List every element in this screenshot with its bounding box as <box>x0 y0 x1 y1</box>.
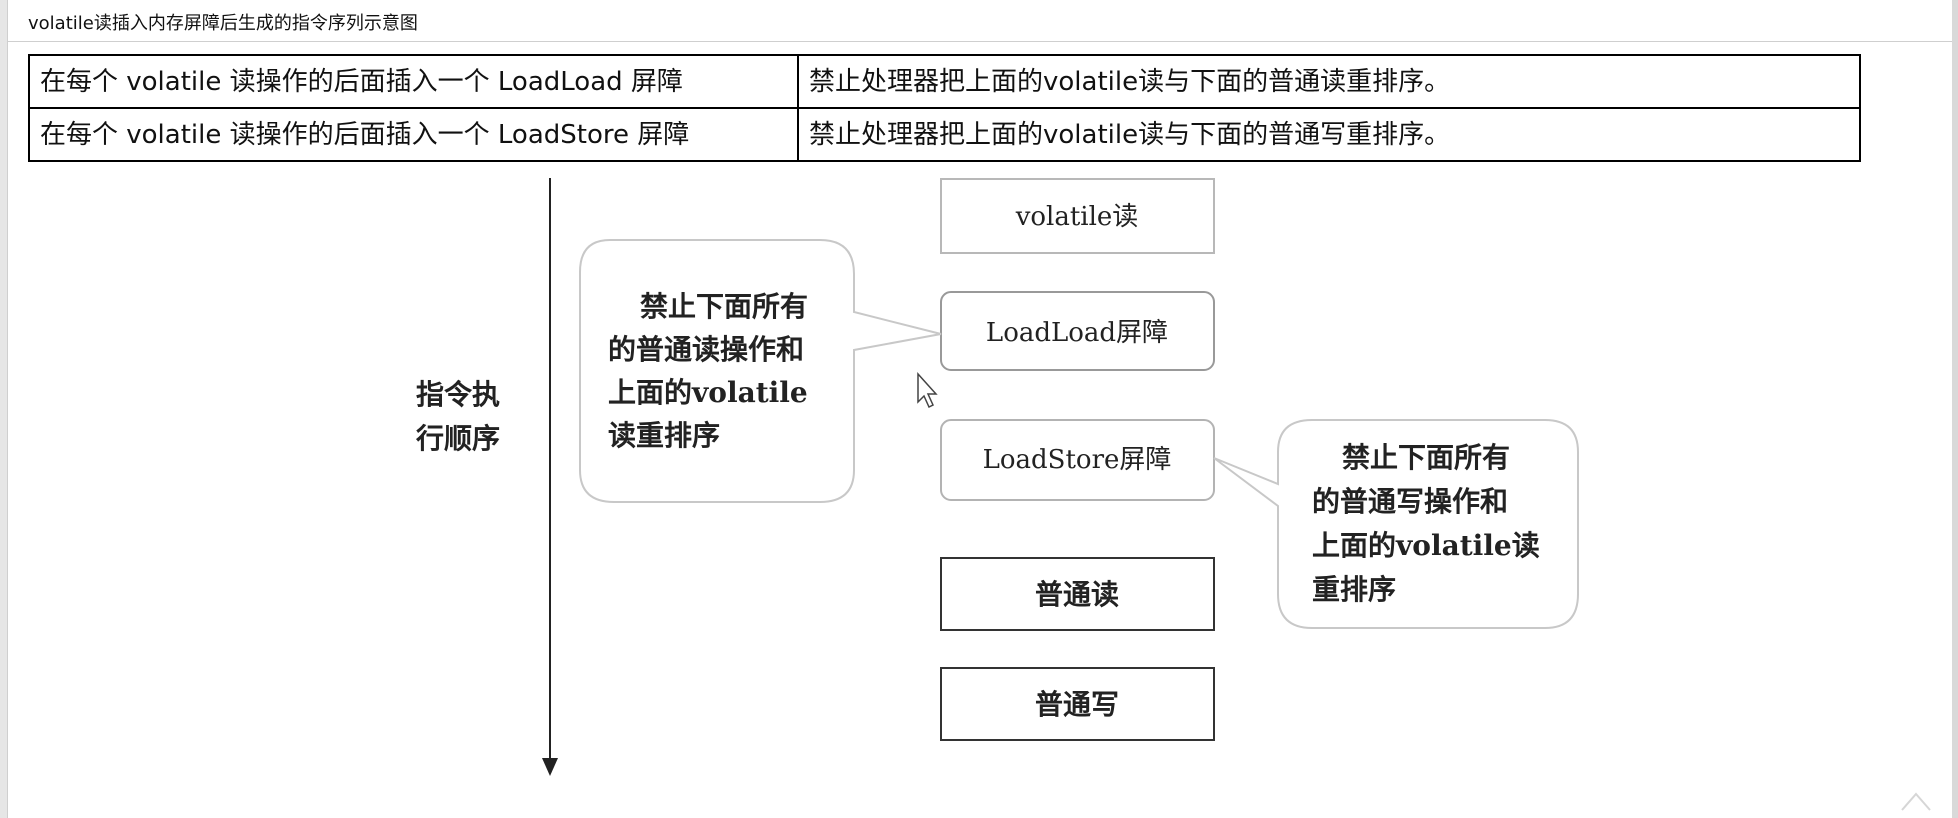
loadload-callout-line-4: 读重排序 <box>608 419 720 452</box>
loadstore-callout: 禁止下面所有 的普通写操作和 上面的volatile读 重排序 <box>1213 419 1579 629</box>
normal-write-box: 普通写 <box>940 667 1215 741</box>
barrier-rule-table: 在每个 volatile 读操作的后面插入一个 LoadLoad 屏障 禁止处理… <box>28 54 1861 162</box>
left-scroll-gutter <box>0 0 8 818</box>
volatile-read-box: volatile读 <box>940 178 1215 254</box>
normal-read-label: 普通读 <box>1035 578 1119 611</box>
loadload-barrier-label: LoadLoad屏障 <box>986 318 1168 348</box>
loadstore-callout-line-1: 禁止下面所有 <box>1342 441 1510 474</box>
axis-label-line-2: 行顺序 <box>415 422 500 455</box>
loadload-callout-line-3: 上面的volatile <box>608 376 808 409</box>
loadstore-barrier-box: LoadStore屏障 <box>940 419 1215 501</box>
title-divider <box>8 41 1952 42</box>
rule-cell: 在每个 volatile 读操作的后面插入一个 LoadStore 屏障 <box>28 107 799 162</box>
axis-label-line-1: 指令执 <box>416 378 500 411</box>
loadstore-callout-line-4: 重排序 <box>1312 573 1396 606</box>
loadload-callout-line-1: 禁止下面所有 <box>640 290 808 323</box>
page-title: volatile读插入内存屏障后生成的指令序列示意图 <box>28 13 418 34</box>
volatile-read-label: volatile读 <box>1015 202 1139 232</box>
rule-cell: 在每个 volatile 读操作的后面插入一个 LoadLoad 屏障 <box>28 54 799 109</box>
loadload-callout-bubble <box>579 239 942 503</box>
normal-write-label: 普通写 <box>1035 688 1119 721</box>
loadstore-callout-line-3: 上面的volatile读 <box>1312 529 1540 562</box>
loadstore-barrier-label: LoadStore屏障 <box>983 445 1172 475</box>
loadload-barrier-box-frame <box>940 291 1215 371</box>
corner-decoration-icon <box>1901 792 1931 811</box>
loadstore-barrier-box-frame <box>940 419 1215 501</box>
loadstore-callout-bubble <box>1213 419 1579 629</box>
right-scroll-gutter[interactable] <box>1952 0 1958 818</box>
effect-cell: 禁止处理器把上面的volatile读与下面的普通写重排序。 <box>797 107 1861 162</box>
mouse-cursor-icon <box>917 372 938 409</box>
axis-arrow-icon <box>542 758 558 776</box>
table-row: 在每个 volatile 读操作的后面插入一个 LoadStore 屏障 禁止处… <box>28 107 1861 162</box>
loadstore-callout-line-2: 的普通写操作和 <box>1312 485 1508 518</box>
table-row: 在每个 volatile 读操作的后面插入一个 LoadLoad 屏障 禁止处理… <box>28 54 1861 109</box>
effect-cell: 禁止处理器把上面的volatile读与下面的普通读重排序。 <box>797 54 1861 109</box>
loadload-callout-line-2: 的普通读操作和 <box>608 333 804 366</box>
loadload-barrier-box: LoadLoad屏障 <box>940 291 1215 371</box>
normal-read-box-frame <box>940 557 1215 631</box>
loadload-callout: 禁止下面所有 的普通读操作和 上面的volatile 读重排序 <box>579 239 942 503</box>
volatile-read-box-frame <box>940 178 1215 254</box>
normal-write-box-frame <box>940 667 1215 741</box>
normal-read-box: 普通读 <box>940 557 1215 631</box>
